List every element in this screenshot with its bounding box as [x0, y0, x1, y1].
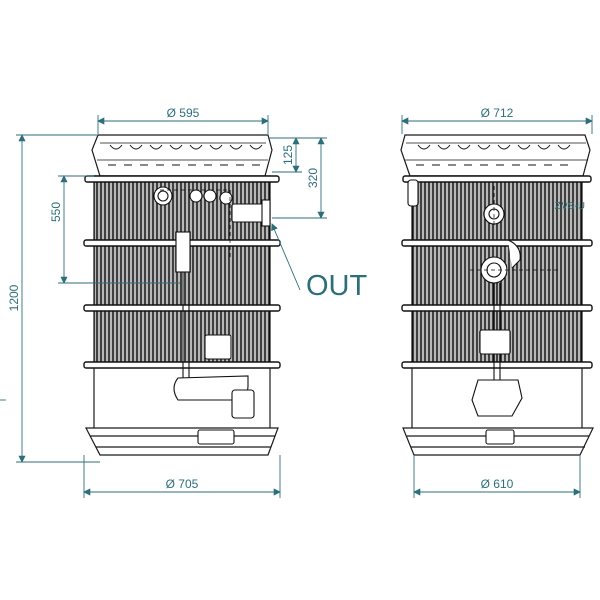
left-bottom-diameter-label: Ø 705 [166, 477, 199, 491]
height-550-label: 550 [49, 202, 63, 222]
right-bottom-diameter-label: Ø 610 [481, 477, 514, 491]
height-125-label: 125 [281, 145, 295, 165]
left-dimensions: Ø 595 Ø 705 1200 550 125 320 OUT [0, 106, 368, 498]
out-arrow [271, 223, 301, 291]
height-320-label: 320 [306, 168, 320, 188]
right-flanges [401, 175, 593, 369]
right-dimensions: Ø 712 Ø 610 [401, 106, 593, 498]
left-top-diameter-label: Ø 595 [167, 106, 200, 120]
left-lower-section [93, 368, 271, 428]
out-label: OUT [306, 270, 368, 302]
right-lid [400, 134, 591, 177]
height-total-label: 1200 [7, 284, 21, 311]
right-lower-section [411, 368, 583, 428]
left-tank-view [83, 134, 281, 456]
left-inlet-guide [160, 189, 231, 260]
right-side-tag: ZVS-U [555, 201, 585, 212]
left-pump-assembly [153, 186, 271, 445]
left-lid [91, 134, 273, 177]
right-top-diameter-label: Ø 712 [481, 106, 514, 120]
right-tank-view: ZVS-U [400, 134, 594, 456]
left-base [85, 427, 279, 456]
right-center-guide [470, 186, 560, 271]
